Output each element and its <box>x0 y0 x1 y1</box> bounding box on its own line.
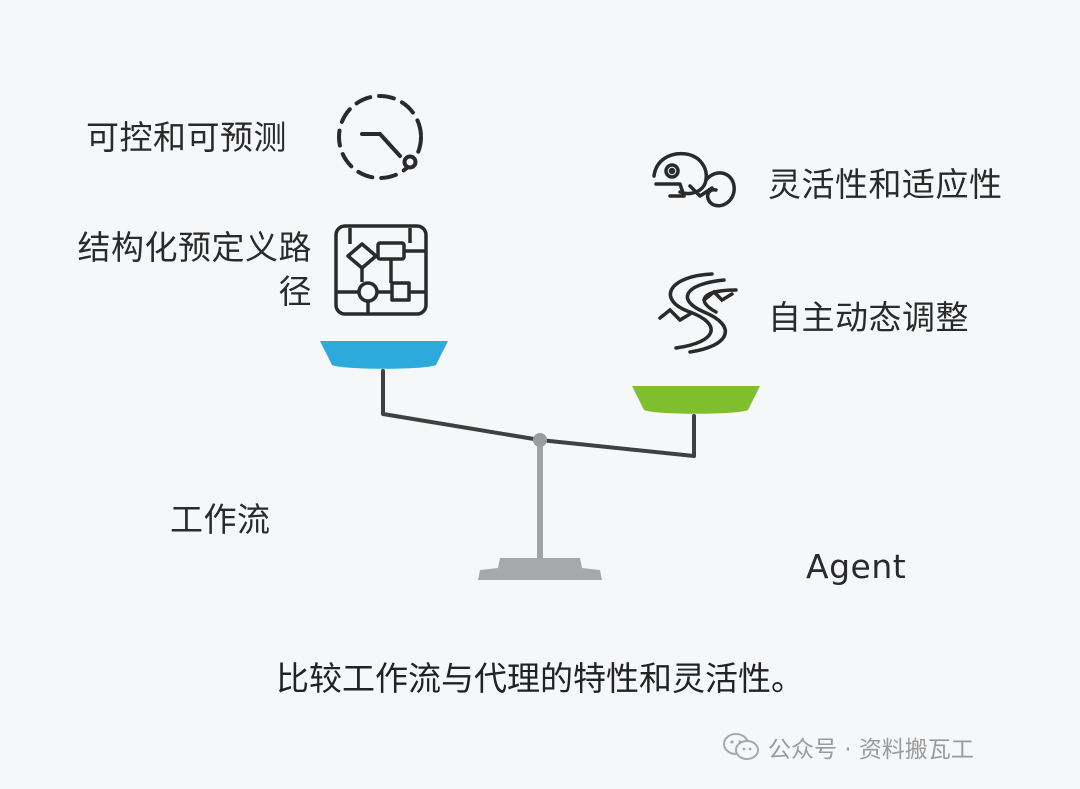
feature-label-structured: 结构化预定义路 径 <box>48 226 312 313</box>
agent-pan <box>632 386 760 414</box>
balance-beam <box>381 369 696 458</box>
balance-base <box>478 558 602 580</box>
feature-label-flexibility: 灵活性和适应性 <box>768 165 1003 204</box>
dashed-circle-turn-icon <box>337 94 423 180</box>
feature-label-structured-line1: 结构化预定义路 <box>77 228 312 267</box>
workflow-pan <box>320 341 448 369</box>
winding-river-icon <box>658 272 738 354</box>
chameleon-icon <box>652 151 736 208</box>
feature-label-structured-line2: 径 <box>278 271 312 311</box>
balance-pivot <box>533 433 547 447</box>
diagram-caption: 比较工作流与代理的特性和灵活性。 <box>276 659 804 698</box>
circuit-flowchart-icon <box>334 224 428 316</box>
watermark-text: 公众号 · 资料搬瓦工 <box>768 737 974 763</box>
feature-label-controllable: 可控和可预测 <box>86 118 287 157</box>
agent-title: Agent <box>806 547 907 586</box>
wechat-icon <box>723 733 759 760</box>
workflow-title: 工作流 <box>170 500 271 539</box>
watermark: 公众号 · 资料搬瓦工 <box>722 730 974 764</box>
feature-label-autonomy: 自主动态调整 <box>768 298 969 337</box>
